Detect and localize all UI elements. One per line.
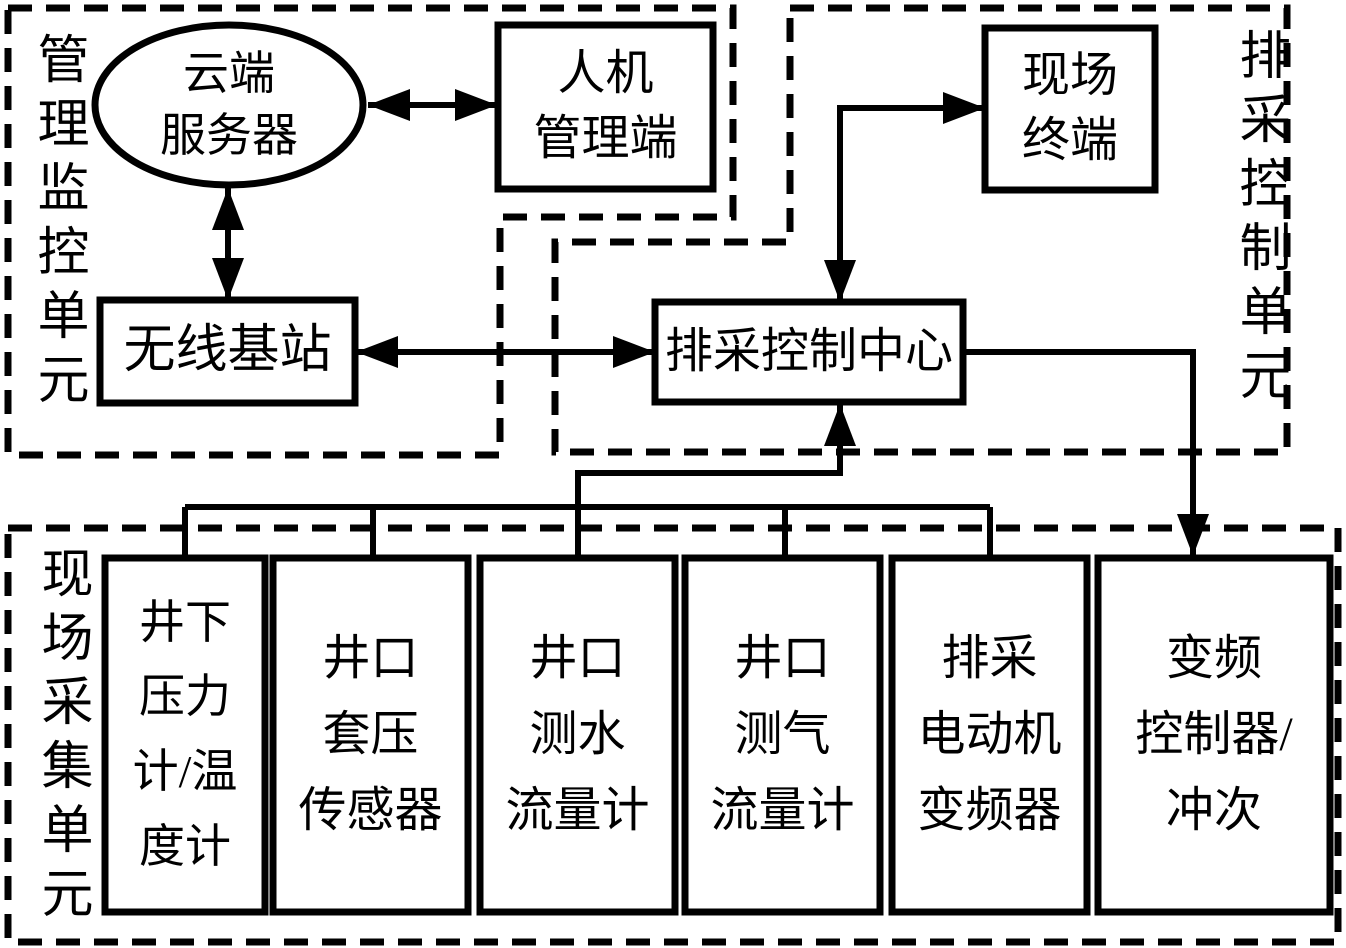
wireless-base-station-line1: 无线基站 — [123, 322, 332, 380]
sensor-wellhead-gas-flow-meter: 井口 测气 流量计 — [685, 558, 880, 912]
hmi-terminal-line1: 人机 — [557, 47, 654, 101]
sensor-5-line1: 排采 — [941, 632, 1038, 686]
arrow-controlcenter-fieldterminal — [837, 105, 985, 302]
arrowhead-into-controlcenter-left — [613, 336, 655, 368]
wireless-base-station-shape — [96, 296, 359, 407]
field-terminal-node: 现场 终端 — [985, 28, 1155, 190]
arrowhead-into-fieldterminal — [943, 92, 985, 124]
sensor-1-line1: 井下 — [139, 596, 231, 648]
cloud-server-node: 云端 服务器 — [95, 25, 363, 185]
drainage-control-unit-label: 排采控制单元 — [1231, 28, 1288, 412]
sensor-2-line1: 井口 — [322, 632, 419, 686]
downhole-pressure-temperature-gauge-shape — [101, 554, 269, 916]
sensor-wellhead-water-flow-meter: 井口 测水 流量计 — [480, 558, 675, 912]
sensor-2-line3: 传感器 — [298, 783, 443, 837]
arrowhead-into-cloud-right — [368, 89, 410, 121]
hmi-terminal-shape — [494, 21, 717, 193]
sensor-4-line2: 测气 — [734, 708, 831, 762]
cloud-server-line2: 服务器 — [160, 110, 298, 161]
sensor-1-line4: 度计 — [139, 820, 231, 872]
sensor-3-line2: 测水 — [529, 708, 626, 762]
field-acquisition-unit-boundary — [4, 524, 1342, 946]
field-terminal-line1: 现场 — [1021, 49, 1118, 103]
drainage-control-center-node: 排采控制中心 — [655, 302, 963, 402]
arrowhead-into-vfd — [1177, 514, 1209, 556]
sensor-4-line3: 流量计 — [710, 783, 855, 837]
arrowhead-into-basestation-right — [356, 336, 398, 368]
arrowhead-into-hmi — [455, 89, 497, 121]
sensor-wellhead-casing-pressure: 井口 套压 传感器 — [273, 558, 468, 912]
sensor-3-line1: 井口 — [529, 632, 626, 686]
drainage-control-center-line1: 排采控制中心 — [664, 324, 953, 378]
cloud-server-line1: 云端 — [183, 47, 275, 99]
arrow-controlcenter-vfd — [963, 349, 1196, 556]
management-unit-boundary — [4, 4, 737, 459]
sensor-drainage-motor-inverter: 排采 电动机 变频器 — [892, 558, 1087, 912]
sensor-2-line2: 套压 — [322, 708, 419, 762]
wellhead-gas-flow-meter-shape — [681, 554, 884, 916]
field-acquisition-unit-label: 现场采集单元 — [33, 546, 90, 930]
sensor-6-line1: 变频 — [1165, 632, 1262, 686]
wellhead-casing-pressure-sensor-shape — [269, 554, 472, 916]
sensor-3-line3: 流量计 — [505, 783, 650, 837]
sensor-6-line2: 控制器/ — [1135, 708, 1293, 762]
arrowhead-into-basestation — [212, 258, 244, 300]
arrowhead-into-cloud-bottom — [212, 188, 244, 230]
arrowhead-into-controlcenter-bottom — [824, 404, 856, 446]
drainage-motor-inverter-shape — [888, 554, 1091, 916]
drainage-control-unit-boundary — [551, 4, 1291, 456]
sensor-1-line2: 压力 — [139, 671, 231, 723]
sensor-5-line2: 电动机 — [917, 708, 1062, 762]
sensor-vfd-controller-stroke: 变频 控制器/ 冲次 — [1098, 558, 1330, 912]
sensor-downhole-pressure-temperature-gauge: 井下 压力 计/温 度计 — [105, 558, 265, 912]
drainage-control-center-shape — [651, 298, 967, 406]
field-terminal-line2: 终端 — [1021, 114, 1118, 167]
cloud-server-shape — [91, 21, 367, 189]
sensor-1-line3: 计/温 — [132, 746, 238, 797]
arrowhead-into-controlcenter-top — [824, 260, 856, 302]
sensor-5-line3: 变频器 — [917, 783, 1062, 837]
hmi-terminal-node: 人机 管理端 — [498, 25, 713, 189]
sensor-4-line1: 井口 — [734, 632, 831, 686]
vfd-controller-stroke-shape — [1094, 554, 1334, 916]
sensor-6-line3: 冲次 — [1165, 783, 1262, 837]
wireless-base-station-node: 无线基站 — [100, 300, 355, 403]
hmi-terminal-line2: 管理端 — [533, 112, 678, 165]
wellhead-water-flow-meter-shape — [476, 554, 679, 916]
management-unit-label: 管理监控单元 — [29, 32, 86, 416]
field-terminal-shape — [981, 24, 1159, 194]
